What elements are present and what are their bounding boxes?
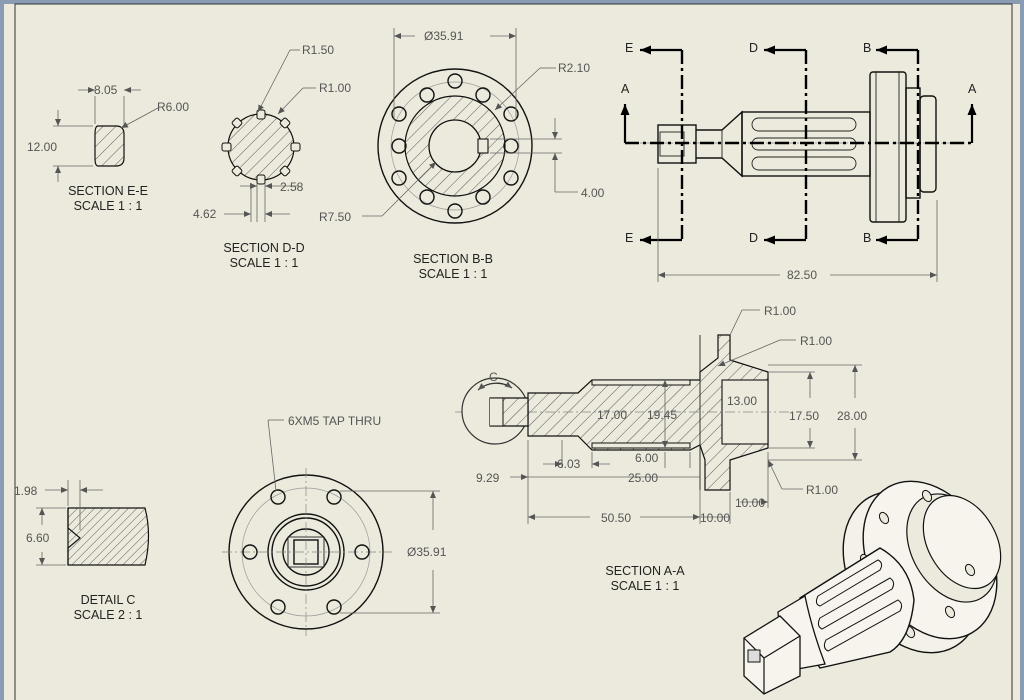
aa-rtop-dim: R1.00 (764, 304, 796, 318)
cut-label-e-top: E (625, 41, 633, 55)
section-bb-view: Ø35.91 R2.10 4.00 R7.50 SECTION B-B SCAL… (319, 28, 605, 281)
isometric-view (743, 480, 1002, 695)
aa-d603-dim: 6.03 (557, 457, 581, 471)
sheet-border (14, 3, 1013, 700)
aa-d10a-dim: 10.00 (735, 496, 765, 510)
cut-label-d-bottom: D (749, 231, 758, 245)
front-diameter-dim: Ø35.91 (407, 545, 447, 559)
cut-label-d-top: D (749, 41, 758, 55)
section-ee-scale: SCALE 1 : 1 (74, 199, 143, 213)
detail-c-tag: C (489, 370, 498, 384)
section-aa-view: C R1.00 R1.00 R1.00 17.00 19.45 13.00 17… (455, 304, 867, 593)
aa-d1945-dim: 19.45 (647, 408, 677, 422)
section-dd-view: R1.50 R1.00 2.58 4.62 SECTION D-D SCALE … (193, 43, 351, 270)
aa-d17-dim: 17.00 (597, 408, 627, 422)
aa-d6-dim: 6.00 (635, 451, 659, 465)
section-ee-view: 8.05 R6.00 12.00 SECTION E-E SCALE 1 : 1 (27, 83, 189, 213)
detail-c-view: 1.98 6.60 DETAIL C SCALE 2 : 1 (14, 480, 150, 622)
aa-rbot-dim: R1.00 (806, 483, 838, 497)
dd-pitch-dim: 4.62 (193, 207, 217, 221)
cut-label-a-left: A (621, 82, 630, 96)
aa-d28-dim: 28.00 (837, 409, 867, 423)
detail-c-height-dim: 6.60 (26, 531, 50, 545)
ee-height-dim: 12.00 (27, 140, 57, 154)
front-view: 6XM5 TAP THRU Ø35.91 (222, 414, 447, 636)
section-dd-title: SECTION D-D (223, 241, 304, 255)
detail-c-depth-dim: 1.98 (14, 484, 38, 498)
cut-label-b-top: B (863, 41, 871, 55)
dd-r-outer-dim: R1.50 (302, 43, 334, 57)
section-bb-scale: SCALE 1 : 1 (419, 267, 488, 281)
side-view: E E D D B B A A 82.50 (620, 41, 977, 282)
bb-rkey-dim: R2.10 (558, 61, 590, 75)
ee-radius-dim: R6.00 (157, 100, 189, 114)
cut-label-b-bottom: B (863, 231, 871, 245)
aa-d10b-dim: 10.00 (700, 511, 730, 525)
detail-c-title: DETAIL C (81, 593, 136, 607)
front-tap-note: 6XM5 TAP THRU (288, 414, 381, 428)
aa-d25-dim: 25.00 (628, 471, 658, 485)
ee-width-dim: 8.05 (94, 83, 118, 97)
dd-slot-dim: 2.58 (280, 180, 304, 194)
section-aa-scale: SCALE 1 : 1 (611, 579, 680, 593)
aa-d5050-dim: 50.50 (601, 511, 631, 525)
aa-d929-dim: 9.29 (476, 471, 500, 485)
aa-d13-dim: 13.00 (727, 394, 757, 408)
cut-label-a-right: A (968, 82, 977, 96)
section-dd-scale: SCALE 1 : 1 (230, 256, 299, 270)
side-length-dim: 82.50 (787, 268, 817, 282)
bb-rbore-dim: R7.50 (319, 210, 351, 224)
section-bb-title: SECTION B-B (413, 252, 493, 266)
section-aa-title: SECTION A-A (605, 564, 685, 578)
detail-c-scale: SCALE 2 : 1 (74, 608, 143, 622)
aa-rmid-dim: R1.00 (800, 334, 832, 348)
section-ee-title: SECTION E-E (68, 184, 148, 198)
bb-diameter-dim: Ø35.91 (424, 29, 464, 43)
dd-r-inner-dim: R1.00 (319, 81, 351, 95)
bb-key-dim: 4.00 (581, 186, 605, 200)
cut-label-e-bottom: E (625, 231, 633, 245)
aa-d1750-dim: 17.50 (789, 409, 819, 423)
